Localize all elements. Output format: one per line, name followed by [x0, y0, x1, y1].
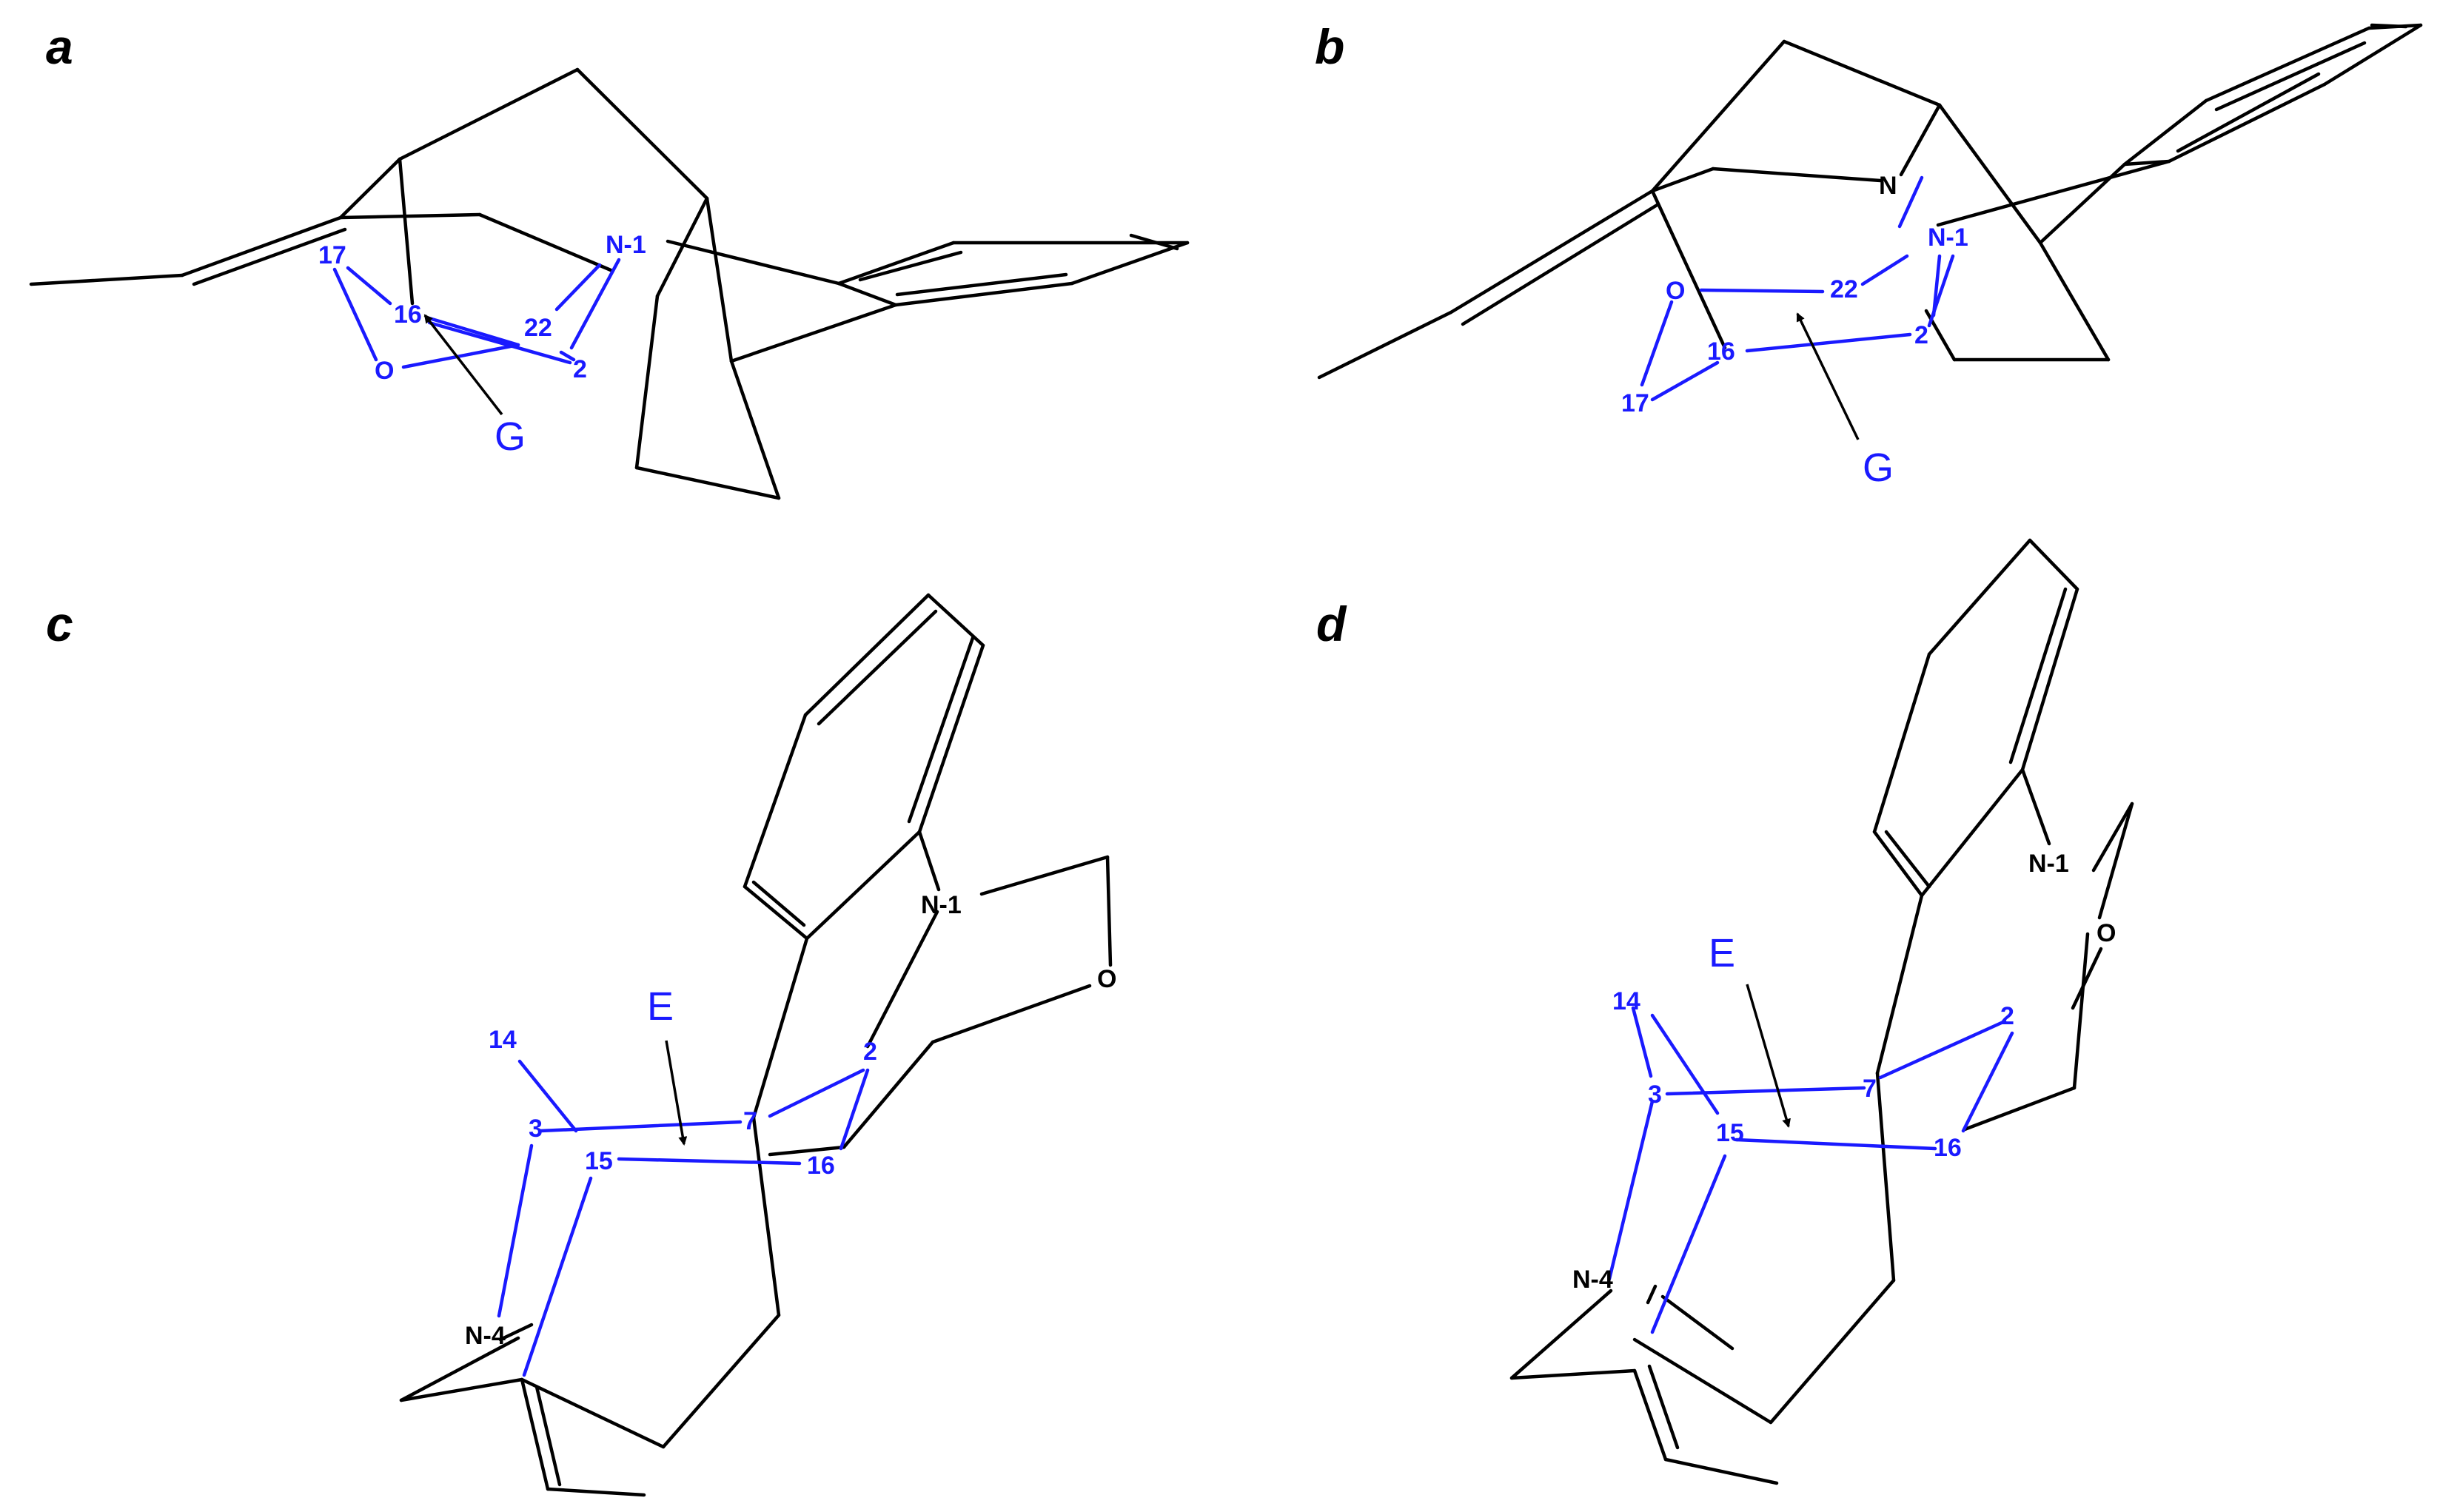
atom-o-label: O — [375, 357, 394, 385]
atom-17-label: 17 — [318, 241, 346, 269]
panel-d: d — [1316, 538, 2134, 1485]
panel-c-marker-e: E — [647, 984, 674, 1029]
atom-7-label: 7 — [1863, 1075, 1877, 1103]
atom-2-label: 2 — [863, 1038, 877, 1066]
panel-a-label: a — [46, 19, 73, 74]
atom-o-label: O — [2097, 919, 2116, 947]
panel-d-label: d — [1316, 597, 1347, 651]
panel-c-label: c — [46, 597, 73, 651]
atom-n-label: N — [1879, 172, 1897, 200]
atom-17-label: 17 — [1621, 389, 1649, 417]
atom-14-label: 14 — [1612, 987, 1640, 1015]
panel-c-pointer-arrow — [665, 1040, 688, 1146]
atom-2-label: 2 — [1914, 321, 1928, 349]
panel-d-marker-e: E — [1709, 931, 1735, 975]
panel-c: c — [46, 593, 1116, 1497]
panel-c-highlight-bonds — [497, 1059, 870, 1377]
atom-3-label: 3 — [529, 1115, 543, 1143]
atom-n4-label: N-4 — [465, 1322, 506, 1350]
atom-15-label: 15 — [1716, 1119, 1744, 1147]
atom-2-label: 2 — [573, 355, 587, 383]
atom-7-label: 7 — [743, 1107, 757, 1135]
panel-b-label: b — [1315, 19, 1344, 74]
panel-d-skeleton — [1509, 538, 2134, 1485]
panel-a: a — [29, 19, 1190, 500]
atom-n1-label: N-1 — [2028, 850, 2069, 878]
atom-16-label: 16 — [807, 1152, 835, 1180]
panel-a-highlight-bonds — [332, 258, 621, 369]
atom-16-label: 16 — [1707, 337, 1735, 366]
panel-c-skeleton — [399, 593, 1113, 1497]
panel-b-marker-g: G — [1863, 446, 1894, 490]
atom-22-label: 22 — [1830, 275, 1858, 303]
atom-16-label: 16 — [1934, 1134, 1962, 1162]
panel-d-pointer-arrow — [1746, 984, 1791, 1128]
panel-a-skeleton — [29, 67, 1190, 500]
panel-b-highlight-bonds — [1640, 175, 1955, 402]
atom-n1-label: N-1 — [606, 231, 646, 259]
atom-n4-label: N-4 — [1572, 1266, 1613, 1294]
panel-a-marker-g: G — [495, 414, 526, 459]
atom-3-label: 3 — [1648, 1081, 1662, 1109]
atom-2-label: 2 — [2000, 1002, 2014, 1030]
atom-n1-label: N-1 — [921, 891, 962, 919]
atom-o-label: O — [1097, 965, 1116, 993]
atom-15-label: 15 — [585, 1147, 613, 1175]
atom-16-label: 16 — [394, 300, 422, 329]
atom-n1-label: N-1 — [1928, 224, 1968, 252]
panel-a-pointer-arrow — [423, 314, 503, 416]
panel-b-skeleton — [1317, 23, 2423, 380]
atom-14-label: 14 — [489, 1026, 517, 1054]
atom-o-label: O — [1666, 277, 1685, 305]
panel-d-highlight-bonds — [1607, 1006, 2014, 1334]
panel-b: b — [1315, 19, 2423, 490]
panel-b-pointer-arrow — [1796, 312, 1860, 440]
atom-22-label: 22 — [524, 314, 552, 342]
